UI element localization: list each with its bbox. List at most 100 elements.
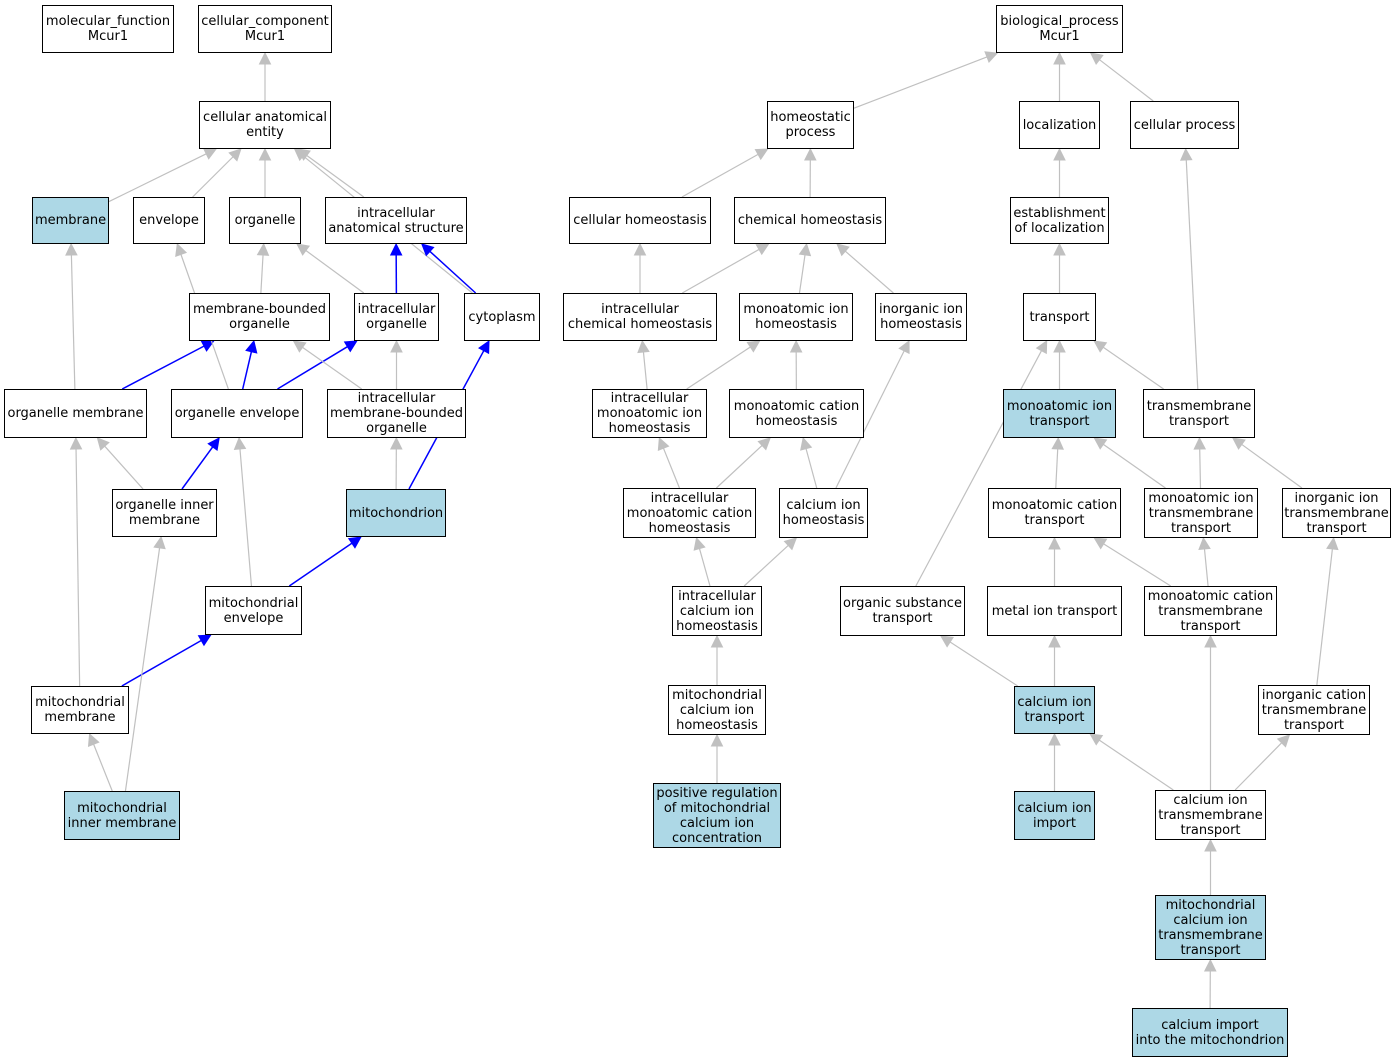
node-calcium-import-into-the-mitochondrion[interactable]: calcium import into the mitochondrion [1132, 1008, 1288, 1057]
node-monoatomic-ion-transmembrane-transport[interactable]: monoatomic ion transmembrane transport [1144, 488, 1258, 538]
edge-eol-to-loc [1053, 147, 1066, 197]
edge-loc-to-bp [1053, 51, 1066, 101]
edge-cim-to-mcitt [1203, 958, 1217, 1009]
edge-cii-to-cit [1048, 732, 1061, 791]
edge-organelle-to-cae [258, 147, 272, 197]
node-organelle[interactable]: organelle [229, 197, 301, 244]
node-mitochondrial-envelope[interactable]: mitochondrial envelope [205, 586, 302, 635]
edge-cae-to-cc [258, 51, 272, 101]
node-inorganic-ion-homeostasis[interactable]: inorganic ion homeostasis [875, 293, 967, 341]
edge-mch-to-mih [789, 339, 803, 390]
node-cellular-process[interactable]: cellular process [1130, 101, 1239, 149]
node-mitochondrial-calcium-ion-homeostasis[interactable]: mitochondrial calcium ion homeostasis [668, 685, 766, 735]
node-positive-regulation-of-mitochondrial-calcium-ion-concentration[interactable]: positive regulation of mitochondrial cal… [653, 783, 781, 848]
node-calcium-ion-import[interactable]: calcium ion import [1014, 791, 1095, 840]
node-intracellular-membrane-bounded-organelle[interactable]: intracellular membrane-bounded organelle [327, 389, 466, 438]
node-mitochondrion[interactable]: mitochondrion [346, 489, 446, 537]
node-monoatomic-cation-homeostasis[interactable]: monoatomic cation homeostasis [729, 389, 864, 438]
node-transmembrane-transport[interactable]: transmembrane transport [1143, 389, 1255, 438]
node-mitochondrial-inner-membrane[interactable]: mitochondrial inner membrane [64, 791, 180, 840]
node-transport[interactable]: transport [1023, 293, 1096, 341]
node-establishment-of-localization[interactable]: establishment of localization [1010, 197, 1109, 244]
edge-mmem-to-menv [121, 634, 212, 687]
node-chemical-homeostasis[interactable]: chemical homeostasis [734, 197, 886, 244]
edge-oim-to-oe [181, 437, 220, 490]
node-cellular-homeostasis[interactable]: cellular homeostasis [569, 197, 711, 244]
edge-mim-to-mmem [87, 732, 113, 792]
edge-mcih-to-icih [710, 634, 724, 685]
edge-cit-to-mett [1048, 634, 1061, 686]
edge-tmt-to-transport [1093, 340, 1164, 390]
edge-tmt-to-cp [1179, 147, 1199, 390]
edge-iitt-to-tmt [1231, 437, 1303, 489]
node-envelope[interactable]: envelope [133, 197, 205, 244]
node-membrane[interactable]: membrane [32, 197, 109, 244]
node-inorganic-ion-transmembrane-transport[interactable]: inorganic ion transmembrane transport [1282, 488, 1391, 538]
edge-prmc-to-mcih [710, 733, 724, 783]
edge-mett-to-mct [1048, 536, 1061, 586]
edge-mct-to-mit [1051, 436, 1064, 489]
edge-ost-to-transport [915, 340, 1048, 587]
node-monoatomic-ion-homeostasis[interactable]: monoatomic ion homeostasis [739, 293, 853, 341]
edge-oim-to-om [96, 437, 144, 490]
edge-mbo-to-organelle [256, 242, 270, 294]
node-organelle-inner-membrane[interactable]: organelle inner membrane [112, 489, 217, 537]
edge-ictt-to-iitt [1316, 536, 1339, 686]
edge-ichem-to-ch [633, 242, 647, 293]
edge-imbo-to-mbo [292, 340, 363, 390]
edge-cit-to-ost [939, 635, 1018, 687]
edge-mit-to-transport [1053, 339, 1066, 389]
node-membrane-bounded-organelle[interactable]: membrane-bounded organelle [189, 293, 330, 341]
edge-mmem-to-om [69, 436, 83, 687]
node-calcium-ion-transport[interactable]: calcium ion transport [1014, 686, 1095, 734]
edge-transport-to-eol [1053, 242, 1066, 293]
edge-icih-to-imch [693, 536, 711, 587]
node-localization[interactable]: localization [1019, 101, 1100, 149]
node-cellular-anatomical-entity[interactable]: cellular anatomical entity [199, 101, 331, 149]
edge-io-to-ias [389, 242, 403, 294]
edge-citt-to-mctt [1204, 634, 1217, 790]
node-intracellular-chemical-homeostasis[interactable]: intracellular chemical homeostasis [563, 293, 717, 341]
node-intracellular-monoatomic-cation-homeostasis[interactable]: intracellular monoatomic cation homeosta… [623, 488, 756, 538]
node-calcium-ion-transmembrane-transport[interactable]: calcium ion transmembrane transport [1155, 790, 1266, 840]
edge-ichem-to-chem [681, 243, 770, 294]
edge-cytoplasm-to-ias [420, 243, 477, 294]
node-monoatomic-cation-transport[interactable]: monoatomic cation transport [988, 488, 1121, 538]
node-biological-process[interactable]: biological_process Mcur1 [996, 5, 1123, 53]
edge-imch-to-imih [657, 436, 681, 489]
node-organelle-envelope[interactable]: organelle envelope [171, 389, 303, 438]
node-molecular-function[interactable]: molecular_function Mcur1 [42, 5, 174, 53]
node-monoatomic-ion-transport[interactable]: monoatomic ion transport [1003, 389, 1116, 438]
node-intracellular-anatomical-structure[interactable]: intracellular anatomical structure [325, 197, 467, 244]
edge-mim-to-oim [124, 535, 166, 792]
node-cytoplasm[interactable]: cytoplasm [464, 293, 540, 341]
node-metal-ion-transport[interactable]: metal ion transport [987, 586, 1122, 636]
node-intracellular-calcium-ion-homeostasis[interactable]: intracellular calcium ion homeostasis [672, 586, 762, 636]
edge-menv-to-oe [233, 436, 253, 587]
edge-mctt-to-mitt [1198, 536, 1211, 587]
edge-ch-to-hp [681, 148, 769, 198]
edge-oe-to-mbo [241, 339, 258, 390]
node-intracellular-organelle[interactable]: intracellular organelle [354, 293, 439, 341]
node-calcium-ion-homeostasis[interactable]: calcium ion homeostasis [779, 488, 868, 538]
node-organelle-membrane[interactable]: organelle membrane [4, 389, 147, 438]
edge-membrane-to-cae [108, 148, 218, 203]
node-inorganic-cation-transmembrane-transport[interactable]: inorganic cation transmembrane transport [1258, 685, 1370, 735]
edge-mitt-to-tmt [1193, 436, 1207, 489]
node-intracellular-monoatomic-ion-homeostasis[interactable]: intracellular monoatomic ion homeostasis [592, 389, 707, 438]
node-mitochondrial-membrane[interactable]: mitochondrial membrane [31, 686, 129, 734]
node-cellular-component[interactable]: cellular_component Mcur1 [198, 5, 332, 53]
edge-chem-to-hp [804, 147, 817, 198]
edge-envelope-to-cae [192, 148, 242, 198]
edge-oe-to-io [277, 340, 358, 390]
node-organic-substance-transport[interactable]: organic substance transport [840, 586, 965, 636]
edge-cih-to-inih [835, 339, 910, 489]
node-mitochondrial-calcium-ion-transmembrane-transport[interactable]: mitochondrial calcium ion transmembrane … [1155, 895, 1266, 960]
edge-mctt-to-mct [1093, 537, 1172, 587]
node-homeostatic-process[interactable]: homeostatic process [767, 101, 854, 149]
edge-om-to-membrane [65, 242, 78, 390]
node-monoatomic-cation-transmembrane-transport[interactable]: monoatomic cation transmembrane transpor… [1144, 586, 1277, 636]
edge-mitt-to-mit [1093, 437, 1166, 489]
edge-hp-to-bp [853, 51, 999, 109]
